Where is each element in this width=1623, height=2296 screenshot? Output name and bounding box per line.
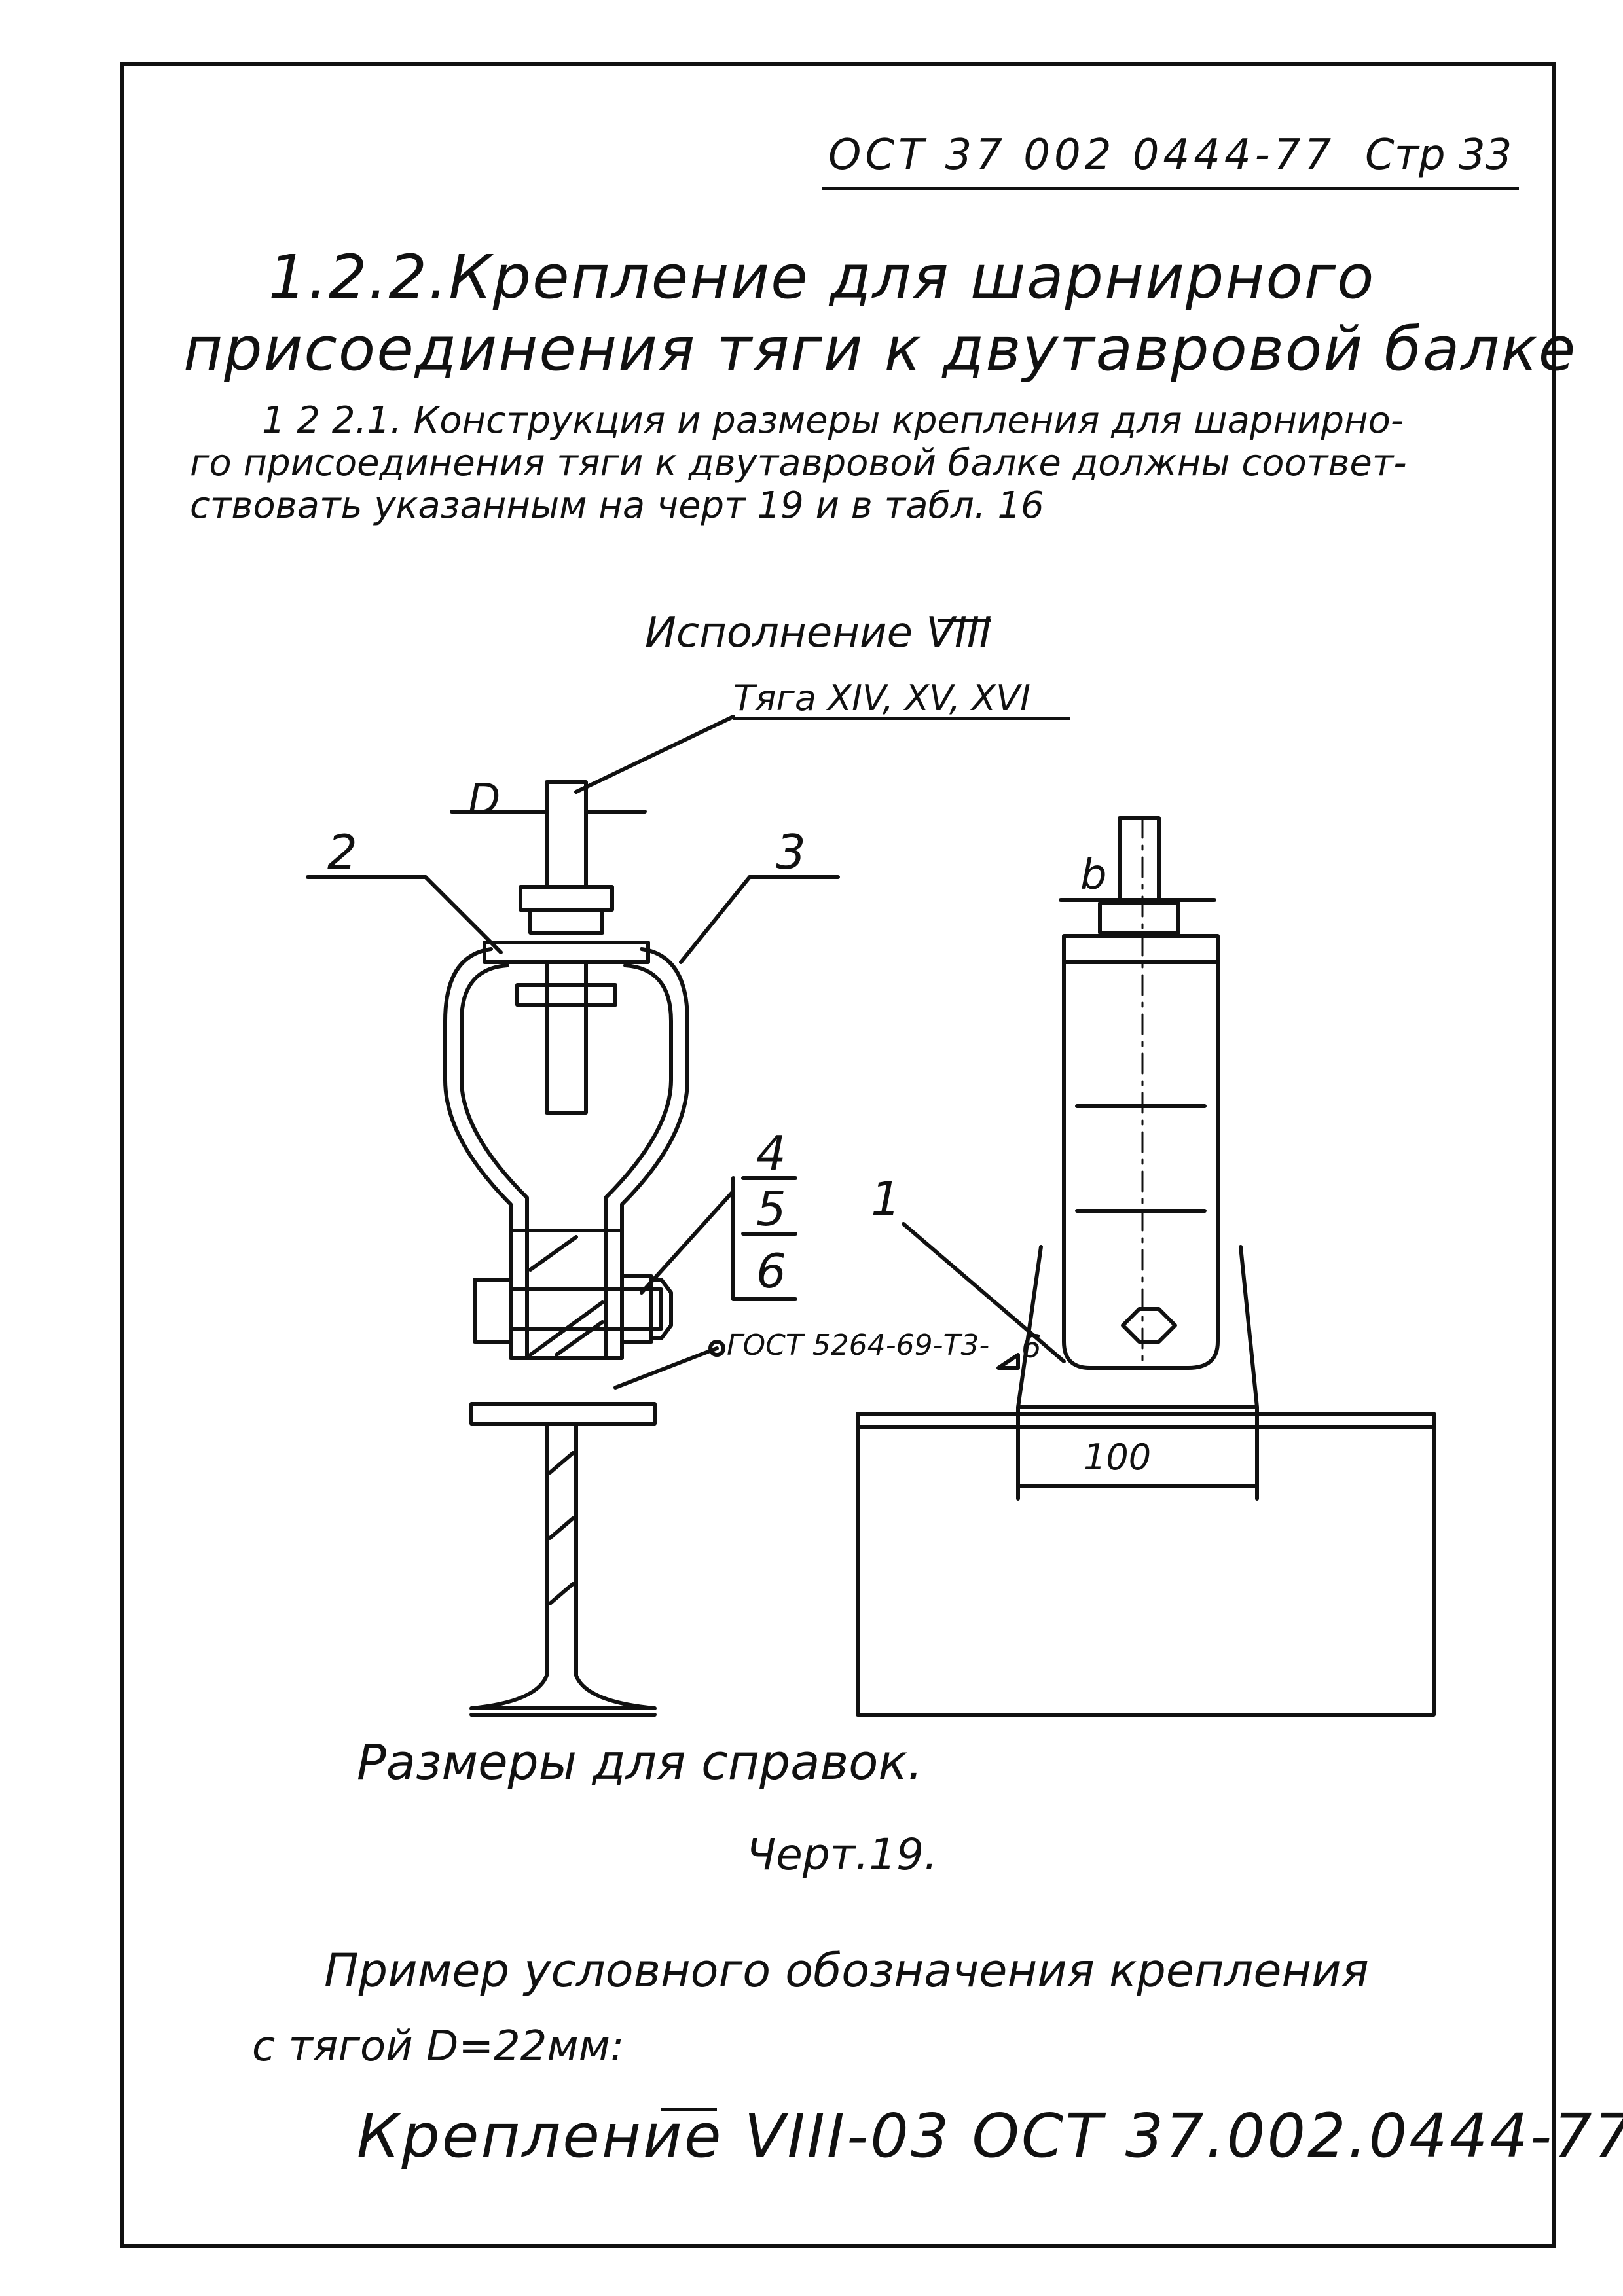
- rod-label-underline: [733, 717, 1070, 720]
- paragraph-line2: го присоединения тяги к двутавровой балк…: [190, 442, 1407, 484]
- weld-circle: [708, 1340, 725, 1357]
- beam-bottom-flange: [469, 1674, 657, 1710]
- page-number: Стр 33: [1365, 131, 1512, 179]
- washer: [620, 1274, 653, 1344]
- figure-label: Черт.19.: [746, 1829, 938, 1880]
- rod-side-top: [1118, 816, 1161, 905]
- paragraph-line3: ствовать указанным на черт 19 и в табл. …: [190, 484, 1044, 527]
- section-title-line2: присоединения тяги к двутавровой балке: [183, 314, 1577, 384]
- reference-dims-note: Размеры для справок.: [357, 1734, 923, 1791]
- overline-designation-viii: [661, 2108, 717, 2111]
- web-hatch: [548, 1451, 575, 1475]
- callout-6: 6: [756, 1244, 786, 1299]
- bolt-shank: [509, 1287, 663, 1331]
- callout-2: 2: [327, 825, 357, 880]
- lug: [1016, 1245, 1259, 1409]
- stirrup-right-inner: [604, 963, 673, 1232]
- example-line2: с тягой D=22мм:: [252, 2022, 625, 2071]
- callout-2-leader: [424, 875, 503, 954]
- hatch: [528, 1235, 578, 1272]
- callout-5: 5: [756, 1181, 786, 1236]
- web-hatch: [548, 1582, 575, 1605]
- beam-top-flange: [469, 1402, 657, 1426]
- bolt-head: [473, 1278, 513, 1344]
- callout-1-leader: [902, 1222, 1066, 1363]
- stirrup-side: [1062, 960, 1220, 1370]
- example-designation: Крепление VIII-03 ОСТ 37.002.0444-77: [357, 2101, 1623, 2171]
- example-line1: Пример условного обозначения крепления: [324, 1944, 1369, 1998]
- section-title-line1: 1.2.2.Крепление для шарнирного: [268, 242, 1376, 312]
- page-frame: [120, 62, 1556, 2248]
- beam-side-outline: [856, 1412, 1436, 1717]
- weld-note: ГОСТ 5264-69-Т3-: [727, 1329, 990, 1362]
- web-hatch: [548, 1516, 575, 1540]
- side-bolt-hex: [1121, 1307, 1177, 1344]
- side-plate: [1062, 934, 1220, 964]
- nut-side: [649, 1278, 673, 1340]
- overline-viii: [938, 619, 991, 622]
- weld-size: 6: [1021, 1329, 1042, 1365]
- rod-label: Тяга XIV, XV, XVI: [733, 677, 1031, 719]
- header-underline: [822, 187, 1519, 190]
- weld-leader: [613, 1346, 719, 1390]
- dim-100-label: 100: [1084, 1437, 1152, 1478]
- inner-nut: [515, 983, 617, 1007]
- execution-label: Исполнение VIII: [645, 609, 992, 657]
- stirrup-left-outer: [443, 947, 513, 1232]
- standard-code: ОСТ 37 002 0444-77: [828, 131, 1336, 179]
- callout-4: 4: [756, 1126, 786, 1181]
- hatch: [528, 1300, 604, 1357]
- dim-b-label: b: [1080, 851, 1107, 899]
- rod-top: [545, 780, 588, 889]
- rod-leader: [574, 715, 735, 794]
- rod-inner: [545, 960, 588, 1115]
- callout-1: 1: [871, 1172, 901, 1227]
- top-plate: [483, 941, 650, 964]
- callout-3-leader: [679, 875, 752, 964]
- side-nut: [1098, 901, 1180, 935]
- callout-3: 3: [776, 825, 806, 880]
- stirrup-left-inner: [460, 963, 529, 1232]
- stirrup-right-outer: [620, 947, 689, 1232]
- top-nut-1: [519, 885, 614, 912]
- top-nut-2: [528, 908, 604, 935]
- weld-triangle: [996, 1353, 1020, 1370]
- paragraph-line1: 1 2 2.1. Конструкция и размеры крепления…: [262, 399, 1404, 442]
- callout-456-leader: [640, 1189, 735, 1295]
- hatch: [555, 1320, 604, 1357]
- dim-d-label: D: [468, 776, 501, 824]
